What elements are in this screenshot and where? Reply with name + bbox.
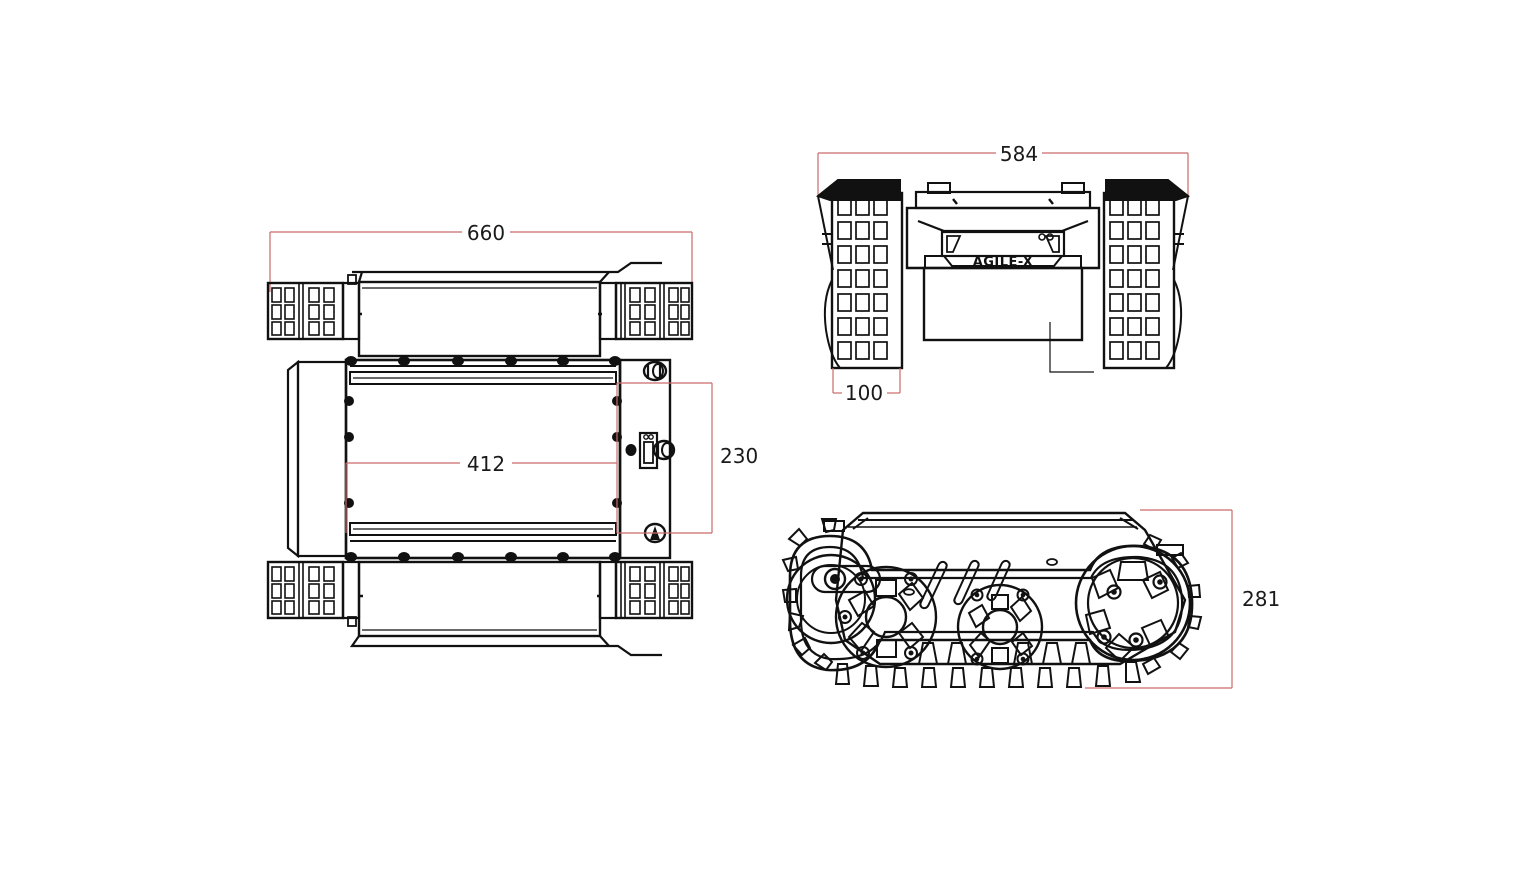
top-view-track-lower [266, 560, 694, 657]
front-grille-recess [940, 230, 1066, 258]
front-grille-bolt-b [1046, 233, 1054, 241]
side-road-wheel-rim [834, 565, 938, 669]
dim-584: 584 [817, 142, 1189, 196]
front-track-right [1102, 191, 1184, 370]
brand-label-agile-x: AGILE-X [973, 255, 1034, 270]
rear-indicator-led [625, 444, 637, 456]
track-lower-left-tensioner [347, 616, 357, 627]
front-view: 584 [815, 142, 1191, 405]
dim-281: 281 [1085, 509, 1280, 689]
track-lower-left-treads [271, 562, 335, 618]
top-deck-upper-bevel-right [599, 271, 610, 283]
dim-230-label: 230 [720, 444, 758, 468]
top-deck-upper-panel [357, 280, 602, 358]
top-view-track-upper [266, 261, 694, 358]
side-road-wheel-bolts [838, 572, 918, 660]
side-mid-wheel [956, 583, 1044, 671]
fender-left [815, 179, 901, 201]
front-track-left-curve [823, 279, 841, 369]
side-mid-wheel-rim [956, 583, 1044, 671]
side-deck-hole-small [903, 588, 915, 596]
rear-connector-mid [652, 439, 676, 461]
front-track-left [822, 191, 904, 370]
front-leader-path [1049, 322, 1094, 373]
side-deck-vent-slots [919, 559, 1011, 610]
side-view: 281 [781, 509, 1280, 689]
side-deck-hole-rear [1046, 558, 1058, 566]
side-road-wheel [834, 565, 938, 669]
top-view-body [286, 356, 676, 562]
top-deck-lower-bevel-right [599, 635, 610, 647]
side-track-lugs-front [781, 518, 838, 672]
front-leader-line [1049, 322, 1094, 373]
dim-100-label: 100 [845, 381, 883, 405]
side-rear-sprocket-rim [1074, 544, 1192, 662]
dim-281-label: 281 [1242, 587, 1280, 611]
fender-right [1105, 179, 1191, 201]
front-track-left-axle [822, 233, 832, 245]
dim-412-label: 412 [467, 452, 505, 476]
dim-660-label: 660 [467, 221, 505, 245]
front-grille-vent-right [1044, 235, 1060, 253]
dim-230: 230 [617, 382, 758, 534]
front-roof-mount-left [927, 182, 951, 194]
front-track-right-axle [1174, 233, 1184, 245]
track-upper-left-tensioner [347, 274, 357, 285]
rear-connector-top [642, 360, 668, 382]
side-hull-corner-bevels [852, 517, 1139, 530]
dim-584-label: 584 [1000, 142, 1038, 166]
top-deck-lower-panel [357, 560, 602, 638]
side-front-hub-ring [823, 567, 847, 591]
top-view: 660 [266, 221, 758, 657]
rail-upper [349, 371, 617, 385]
side-front-hub-center [830, 574, 840, 584]
side-rear-sprocket-bolts [1096, 574, 1168, 648]
front-lower-hull [922, 266, 1084, 342]
dim-412: 412 [345, 383, 618, 533]
side-rear-sprocket [1074, 544, 1192, 663]
track-upper-left-treads [271, 283, 335, 339]
side-rear-sprocket-spokes [1084, 561, 1171, 663]
front-grille-vent-left [946, 235, 962, 253]
side-road-wheel-spokes [847, 579, 925, 658]
front-hull: AGILE-X [905, 182, 1101, 342]
front-track-left-treads [837, 197, 888, 360]
front-roof-bolts [952, 198, 1054, 205]
rear-panel [618, 358, 672, 560]
front-track-right-curve [1165, 279, 1183, 369]
top-deck-upper-edge [352, 261, 662, 274]
top-deck-lower-edge [349, 635, 662, 657]
bolt-row-lower [345, 552, 621, 562]
track-lower-right-treads [620, 562, 690, 618]
dim-660: 660 [269, 221, 693, 292]
front-roof-mount-right [1061, 182, 1085, 194]
dim-100: 100 [832, 368, 901, 405]
front-grille-bolt-a [1038, 233, 1046, 241]
front-track-right-treads [1109, 197, 1160, 360]
top-deck-upper-bevel-left [357, 271, 364, 283]
rail-lower [349, 522, 617, 536]
track-upper-right-treads [620, 283, 690, 339]
side-track-belt-inner [799, 545, 1184, 661]
side-mid-wheel-bolts [970, 588, 1030, 666]
bolt-row-upper [345, 356, 621, 366]
